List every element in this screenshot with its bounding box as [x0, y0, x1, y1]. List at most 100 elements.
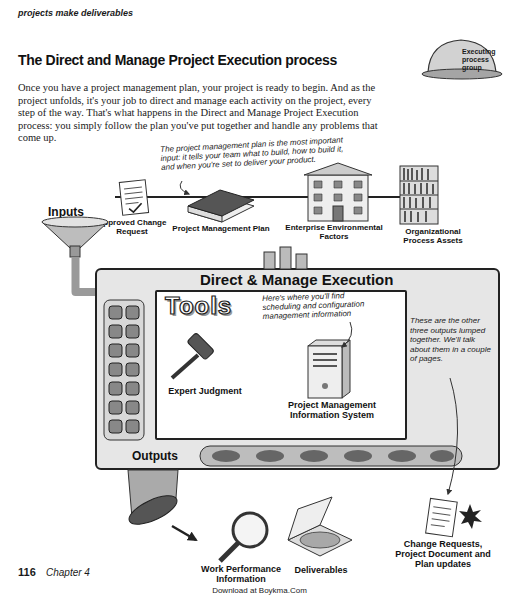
note-leader-arrow	[180, 181, 189, 194]
gavel-icon	[172, 333, 214, 378]
pizza-box-icon	[288, 497, 332, 540]
button-panel	[109, 382, 122, 395]
change-document-icon	[431, 507, 451, 527]
note-leader-arrow	[448, 378, 458, 494]
chimney-group	[264, 247, 307, 269]
conveyor-belt	[200, 446, 462, 466]
button-panel	[126, 382, 139, 395]
feed-pipe	[76, 257, 96, 292]
binder-icon	[188, 190, 254, 216]
document-icon	[119, 180, 148, 216]
gavel-icon	[172, 355, 198, 378]
node-label: Approved Change Request	[96, 218, 168, 236]
input-item: Approved Change Request	[96, 176, 168, 242]
process-group-tag: Executing process group	[462, 48, 502, 72]
node-label: Expert Judgment	[160, 386, 250, 396]
node-label: Inputs	[48, 205, 113, 219]
conveyor-belt	[388, 450, 416, 462]
change-document-icon	[426, 498, 458, 536]
button-panel	[104, 300, 144, 440]
binder-icon	[188, 196, 254, 222]
change-document-icon	[459, 504, 482, 529]
funnel-icon	[42, 222, 108, 248]
input-item: Project Management Plan	[165, 180, 277, 242]
note-leader-arrow	[342, 322, 352, 347]
funnel-icon	[42, 217, 108, 257]
pizza-box-icon	[288, 497, 352, 556]
hard-hat-icon	[422, 40, 502, 79]
tool-item: Expert Judgment	[160, 340, 250, 398]
input-funnel: Inputs	[38, 205, 113, 257]
button-panel	[109, 420, 122, 433]
page-title: The Direct and Manage Project Execution …	[18, 52, 337, 69]
callout-note: The project management plan is the most …	[160, 135, 359, 172]
magnifier-icon	[233, 513, 267, 547]
button-panel	[109, 363, 122, 376]
tool-item: Project Management Information System	[262, 342, 402, 424]
button-panel	[126, 420, 139, 433]
input-item: Organizational Process Assets	[392, 163, 474, 247]
callout-note: These are the other three outputs lumped…	[410, 316, 496, 364]
node-label: Deliverables	[285, 565, 357, 575]
magnifier-icon	[220, 543, 238, 561]
button-panel	[126, 344, 139, 357]
document-icon	[119, 180, 148, 216]
computer-tower-icon	[308, 340, 350, 346]
computer-tower-icon	[342, 340, 350, 398]
node-label: Outputs	[132, 449, 186, 463]
button-panel	[104, 300, 144, 440]
conveyor-belt	[200, 446, 462, 466]
binder-icon	[188, 190, 254, 222]
pizza-box-icon	[300, 532, 340, 548]
output-item: Work Performance Information	[196, 508, 286, 588]
binder-icon	[188, 206, 222, 222]
output-chute	[125, 490, 181, 530]
node-label: Work Performance Information	[196, 564, 286, 584]
chimney-group	[280, 247, 291, 269]
computer-tower-icon	[322, 383, 328, 389]
building-icon	[314, 181, 362, 214]
button-panel	[109, 344, 122, 357]
conveyor-belt	[256, 450, 284, 462]
running-header: projects make deliverables	[18, 8, 278, 19]
change-document-icon	[426, 498, 482, 536]
node-label: Project Management Information System	[262, 400, 402, 420]
chimney-group	[264, 252, 275, 269]
chapter-label: Chapter 4	[46, 567, 126, 579]
node-label: Change Requests, Project Document and Pl…	[395, 539, 491, 569]
pizza-box-icon	[288, 525, 352, 556]
output-chute: Outputs	[118, 448, 186, 526]
node-label: Organizational Process Assets	[392, 227, 474, 245]
conveyor-belt	[300, 450, 328, 462]
building-icon	[304, 163, 372, 221]
building-icon	[304, 163, 372, 175]
computer-tower-icon	[313, 354, 337, 366]
input-shelf-line	[115, 196, 400, 198]
button-panel	[109, 325, 122, 338]
button-panel	[126, 306, 139, 319]
chimney-group	[296, 254, 307, 269]
node-label: Direct & Manage Execution	[200, 272, 498, 288]
bookshelf-icon	[400, 166, 438, 224]
building-icon	[333, 206, 343, 221]
conveyor-belt	[430, 450, 454, 462]
funnel-icon	[70, 246, 80, 257]
button-panel	[126, 325, 139, 338]
button-panel	[126, 363, 139, 376]
conveyor-belt	[344, 450, 372, 462]
funnel-icon	[42, 217, 108, 227]
output-item: Change Requests, Project Document and Pl…	[395, 497, 491, 587]
computer-tower-icon	[308, 346, 342, 398]
footer-note: Download at Boykma.Com	[0, 586, 519, 596]
bookshelf-icon	[404, 168, 433, 222]
output-chute	[125, 470, 181, 530]
node-label: Enterprise Environmental Factors	[284, 223, 384, 241]
conveyor-belt	[212, 450, 240, 462]
building-icon	[308, 175, 368, 221]
button-panel	[109, 401, 122, 414]
computer-tower-icon	[308, 340, 350, 398]
node-label: Project Management Plan	[165, 224, 277, 233]
page-number: 116	[18, 566, 48, 579]
output-chute	[128, 470, 178, 518]
